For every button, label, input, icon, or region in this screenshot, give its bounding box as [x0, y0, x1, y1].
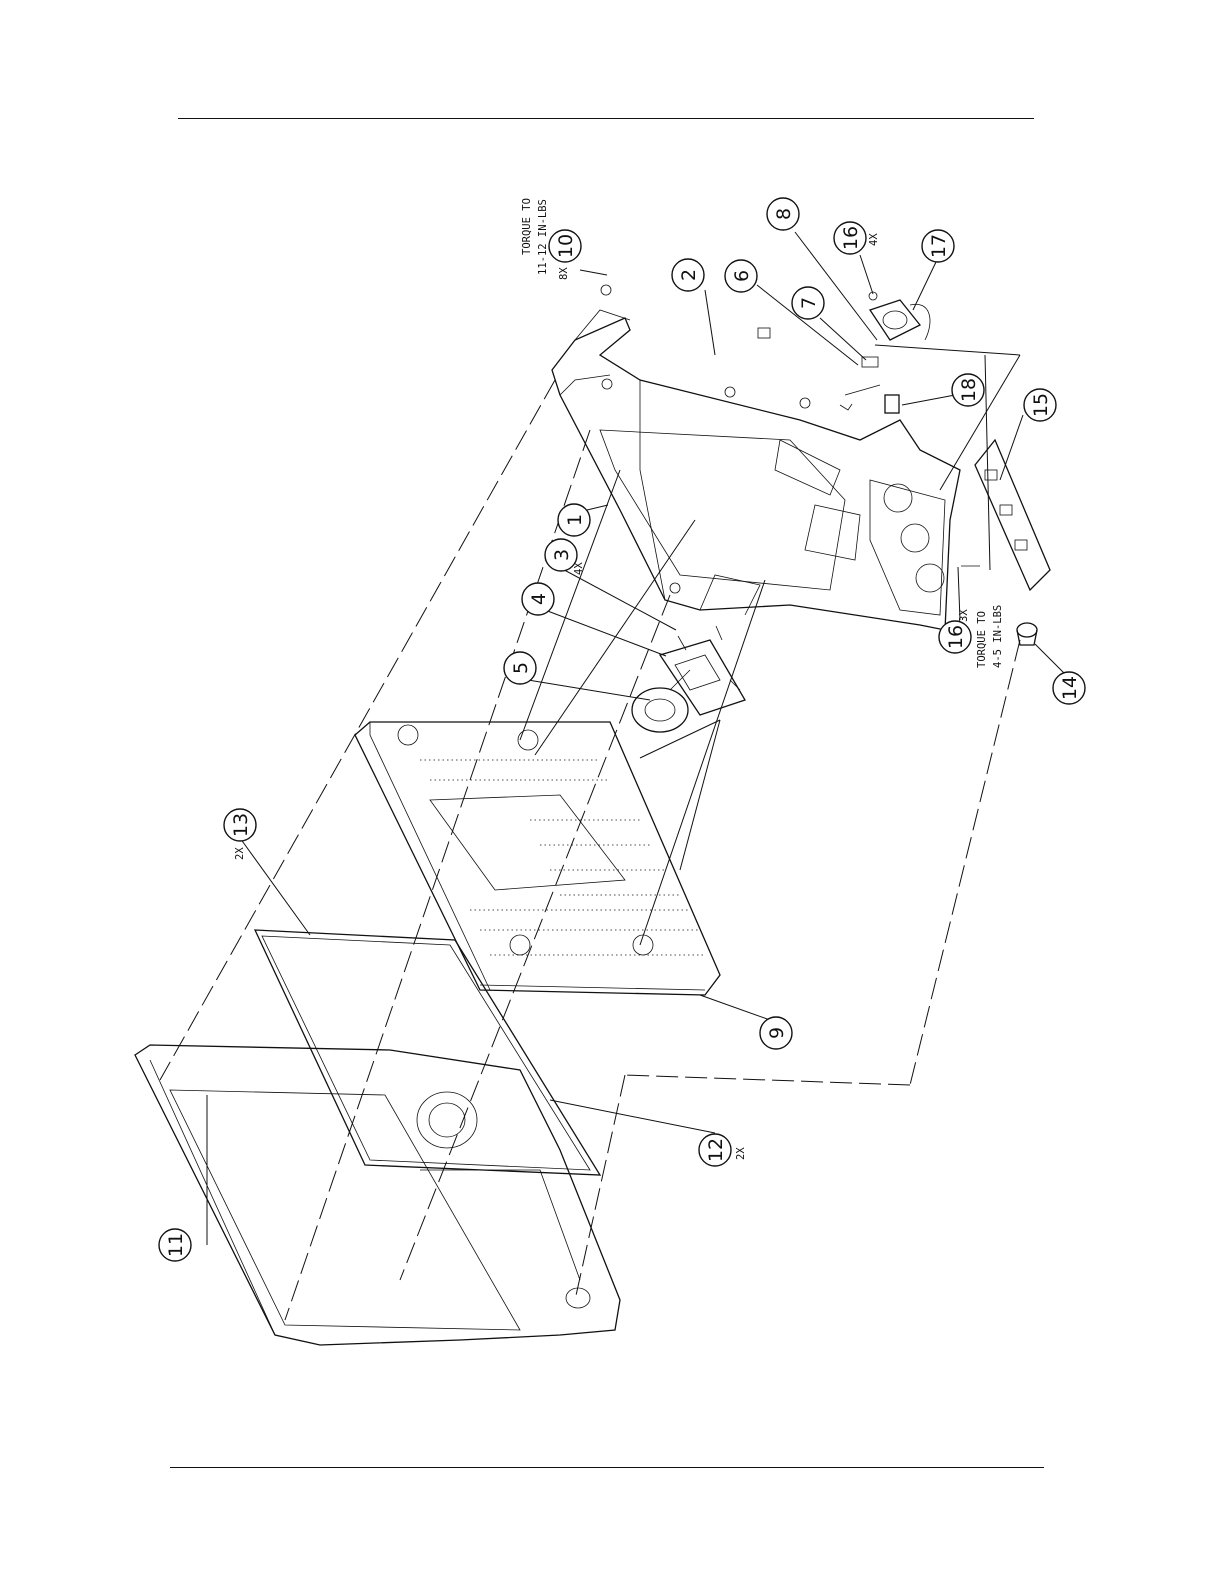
- svg-text:17: 17: [928, 234, 950, 258]
- callout-2: 2: [672, 259, 704, 291]
- qty-3: 4X: [573, 562, 585, 575]
- torque-note-bottom-line1: TORQUE TO: [976, 611, 988, 668]
- callout-5: 5: [504, 652, 536, 684]
- svg-text:12: 12: [705, 1138, 727, 1162]
- torque-note-top-line2: 11-12 IN-LBS: [537, 199, 549, 275]
- svg-text:13: 13: [230, 813, 252, 837]
- callout-4: 4: [522, 583, 554, 615]
- callout-6: 6: [725, 260, 757, 292]
- qty-16-upper: 4X: [868, 233, 880, 246]
- svg-text:16: 16: [945, 625, 967, 649]
- callout-leaders: [207, 232, 1065, 1245]
- callout-10: 10: [549, 230, 581, 262]
- fasteners: [601, 285, 980, 566]
- callout-14: 14: [1053, 672, 1085, 704]
- svg-text:16: 16: [840, 226, 862, 250]
- svg-text:7: 7: [798, 297, 820, 309]
- qty-12: 2X: [735, 1147, 747, 1160]
- torque-note-bottom-line2: 4-5 IN-LBS: [992, 605, 1004, 668]
- callout-8: 8: [767, 198, 799, 230]
- callout-13: 13: [224, 809, 256, 841]
- knob-assembly: [632, 670, 690, 732]
- speaker-assembly: [840, 300, 930, 413]
- callout-1: 1: [558, 504, 590, 536]
- torque-note-top-line1: TORQUE TO: [521, 198, 533, 255]
- callout-16-lower: 16: [939, 621, 971, 653]
- svg-text:3: 3: [551, 549, 573, 561]
- svg-text:6: 6: [731, 270, 753, 282]
- control-board: [660, 626, 745, 715]
- qty-13: 2X: [234, 847, 246, 860]
- chassis-frame: [552, 310, 960, 630]
- callout-12: 12: [699, 1134, 731, 1166]
- io-board: [975, 440, 1050, 590]
- callout-16-upper: 16: [834, 222, 866, 254]
- callout-7: 7: [792, 287, 824, 319]
- display-panel: [355, 722, 720, 995]
- svg-text:11: 11: [165, 1233, 187, 1257]
- qty-16-lower: 3X: [958, 609, 970, 622]
- qty-10: 8X: [558, 267, 570, 280]
- svg-text:8: 8: [773, 208, 795, 220]
- svg-text:15: 15: [1030, 393, 1052, 417]
- callout-18: 18: [952, 374, 984, 406]
- callout-17: 17: [922, 230, 954, 262]
- svg-text:14: 14: [1059, 676, 1081, 700]
- svg-text:4: 4: [528, 593, 550, 605]
- callout-11: 11: [159, 1229, 191, 1261]
- callout-15: 15: [1024, 389, 1056, 421]
- svg-text:2: 2: [678, 269, 700, 281]
- svg-text:18: 18: [958, 378, 980, 402]
- svg-text:1: 1: [564, 514, 586, 526]
- gasket-frame: [255, 930, 600, 1175]
- svg-text:9: 9: [766, 1027, 788, 1039]
- svg-text:10: 10: [555, 234, 577, 258]
- svg-text:5: 5: [510, 662, 532, 674]
- callout-9: 9: [760, 1017, 792, 1049]
